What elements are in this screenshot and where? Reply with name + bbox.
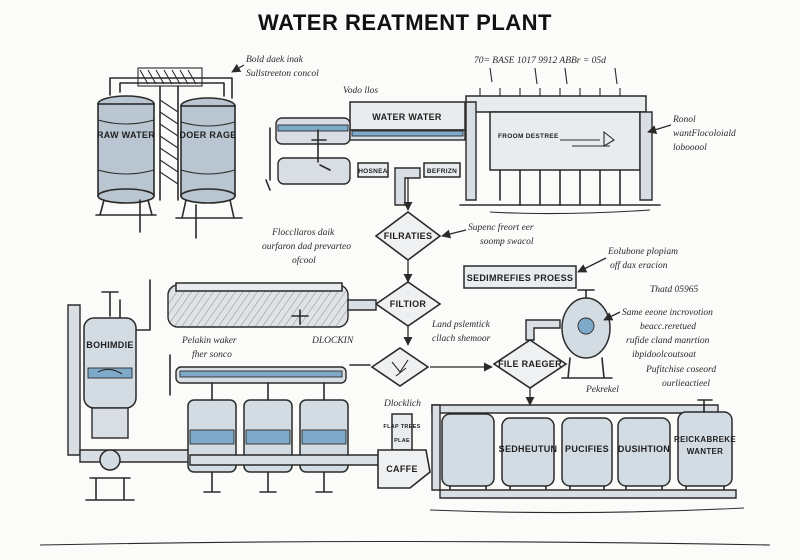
raw-water-label: RAW WATER — [97, 130, 155, 140]
filter-tank-bank — [169, 354, 401, 493]
door-rage-label: DOER RAGE — [179, 130, 236, 140]
hosnea-label: HOSNEA — [358, 168, 388, 175]
bohimdie-label: BOHIMDIE — [86, 340, 133, 350]
sedheutun-label: SEDHEUTUN — [499, 444, 558, 454]
note-ofcool: ofcool — [292, 255, 316, 266]
note-dlockin: DLOCKIN — [311, 336, 354, 346]
reickabreke-label: REICKABREKE — [674, 435, 736, 444]
wanter-label: WANTER — [687, 447, 723, 456]
note-dlocklich: Dlocklich — [383, 399, 421, 409]
filraties-label: FILRATIES — [384, 231, 433, 241]
filtration-bed — [119, 279, 377, 331]
note-land: Land pslemtick — [431, 320, 491, 330]
sedimrefies-label: SEDIMREFIES PROESS — [467, 273, 573, 283]
note-wantflocoloiald: wantFlocoloiald — [673, 129, 736, 139]
note-pufitchise: Pufitchise coseord — [645, 364, 716, 375]
befrizn-label: BEFRIZN — [427, 168, 457, 175]
flap-trees-label: FLAP TREES — [383, 424, 420, 430]
note-supenc: Supenc freort eer — [468, 222, 534, 233]
note-ibpidoolcoutsoat: ibpidoolcoutsoat — [632, 350, 696, 360]
right-rack-unit: 70= BASE 1017 9912 ABBr = 05d FROOM DEST… — [459, 56, 661, 215]
note-lobooool: lobooool — [673, 143, 707, 153]
filtior-label: FILTIOR — [390, 299, 427, 309]
page-title: WATER REATMENT PLANT — [258, 10, 552, 35]
note-top-right-row: 70= BASE 1017 9912 ABBr = 05d — [474, 56, 606, 66]
note-ourfaron: ourfaron dad prevarteo — [262, 241, 351, 252]
flap-trees-box — [391, 413, 413, 451]
water-water-label: WATER WATER — [372, 112, 442, 122]
storage-tanks: SEDHEUTUN PUCIFIES DUSIHTION REICKABREKE… — [429, 399, 745, 514]
note-vodo: Vodo llos — [343, 86, 378, 96]
note-sullstreeton: Sullstreeton concol — [246, 69, 319, 79]
mix-node — [370, 347, 430, 387]
note-cllach: cllach shemoor — [432, 334, 491, 344]
raw-water-station: RAW WATER DOER RAGE — [95, 67, 243, 239]
clarifier-vessel — [525, 289, 613, 379]
file-raeger-label: FILE RAEGER — [498, 359, 562, 369]
plae-label: PLAE — [394, 438, 410, 444]
pucifies-label: PUCIFIES — [565, 444, 609, 454]
note-soomp: soomp swacol — [480, 237, 534, 247]
note-rufide: rufide cland manrtion — [626, 335, 710, 346]
note-pekrekel: Pekrekel — [585, 385, 619, 395]
note-bold-daek: Bold daek inak — [246, 55, 304, 65]
caffe-node — [377, 449, 431, 489]
note-beacc: beacc.reretued — [640, 322, 696, 332]
note-off-dax: off dax eracion — [610, 260, 668, 271]
note-ronol: Ronol — [672, 115, 696, 125]
note-thatd: Thatd 05965 — [650, 285, 699, 295]
dusihtion-label: DUSIHTION — [618, 444, 670, 454]
note-pelakin: Pelakin waker — [181, 336, 237, 346]
note-same-eeone: Same eeone incrovotion — [622, 308, 713, 318]
note-eolubone: Eolubone plopiam — [607, 247, 678, 257]
note-ourlieactieel: ourlieactieel — [662, 379, 710, 389]
water-water-unit: Vodo llos WATER WATER HOSNEA BEFRIZN — [265, 86, 466, 206]
caffe-label: CAFFE — [386, 464, 418, 474]
bohimdie-tank: BOHIMDIE — [67, 291, 191, 501]
note-fher-sonco: fher sonco — [192, 349, 232, 360]
sedimentation-process-box — [463, 265, 577, 289]
from-destree-label: FROOM DESTREE — [498, 133, 559, 140]
note-floccllaros: Floccllaros daik — [271, 228, 335, 238]
